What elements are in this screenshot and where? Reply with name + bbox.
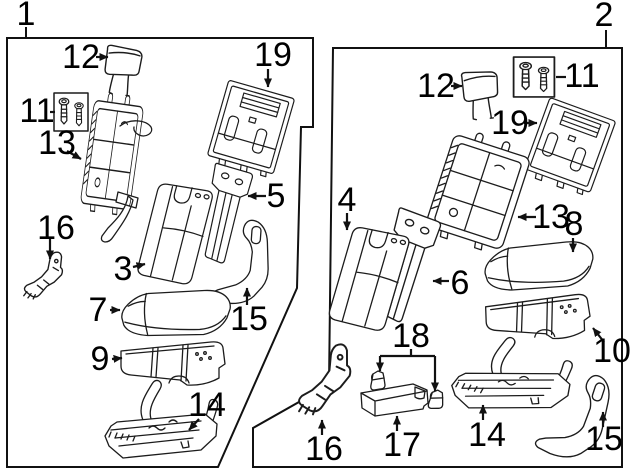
leader-10-right	[592, 327, 605, 343]
callout-12-right[interactable]: 12	[417, 67, 455, 105]
callout-18-right[interactable]: 18	[392, 317, 430, 355]
callout-9-left[interactable]: 9	[90, 340, 110, 378]
callout-12-left[interactable]: 12	[62, 38, 100, 76]
callout-14-right[interactable]: 14	[468, 416, 506, 454]
callout-7-left[interactable]: 7	[88, 291, 108, 329]
callout-16-left[interactable]: 16	[37, 209, 75, 247]
callout-15-right[interactable]: 15	[585, 420, 623, 458]
callout-16-right[interactable]: 16	[305, 430, 343, 468]
callout-3-left[interactable]: 3	[113, 250, 133, 288]
callout-8-right[interactable]: 8	[564, 205, 584, 243]
callout-14-left[interactable]: 14	[188, 386, 226, 424]
panel-2-label[interactable]: 2	[594, 0, 614, 34]
part-headrest-bolts-right	[514, 57, 555, 97]
leader-arrows	[46, 53, 607, 435]
callout-4-right[interactable]: 4	[337, 181, 357, 219]
leader-18-connector	[380, 349, 435, 358]
callout-13-left[interactable]: 13	[38, 124, 76, 162]
part-seat-back-frame-left	[78, 90, 153, 243]
callout-19-left[interactable]: 19	[254, 36, 292, 74]
callout-19-right[interactable]: 19	[491, 104, 529, 142]
leader-3-left	[132, 262, 146, 270]
callout-15-left[interactable]: 15	[230, 300, 268, 338]
panel-1-label[interactable]: 1	[16, 0, 36, 33]
leader-14-left	[188, 418, 200, 431]
leader-13-left	[66, 150, 82, 160]
callout-17-right[interactable]: 17	[383, 426, 421, 464]
callout-11-right[interactable]: 11	[564, 57, 600, 95]
callout-13-right[interactable]: 13	[532, 198, 570, 236]
callout-5-left[interactable]: 5	[266, 177, 286, 215]
part-retainer-clip-left	[370, 370, 386, 391]
callout-6-right[interactable]: 6	[450, 264, 470, 302]
leader-9-left	[111, 354, 123, 363]
callout-10-right[interactable]: 10	[593, 332, 631, 370]
callout-11-left[interactable]: 11	[19, 92, 55, 130]
